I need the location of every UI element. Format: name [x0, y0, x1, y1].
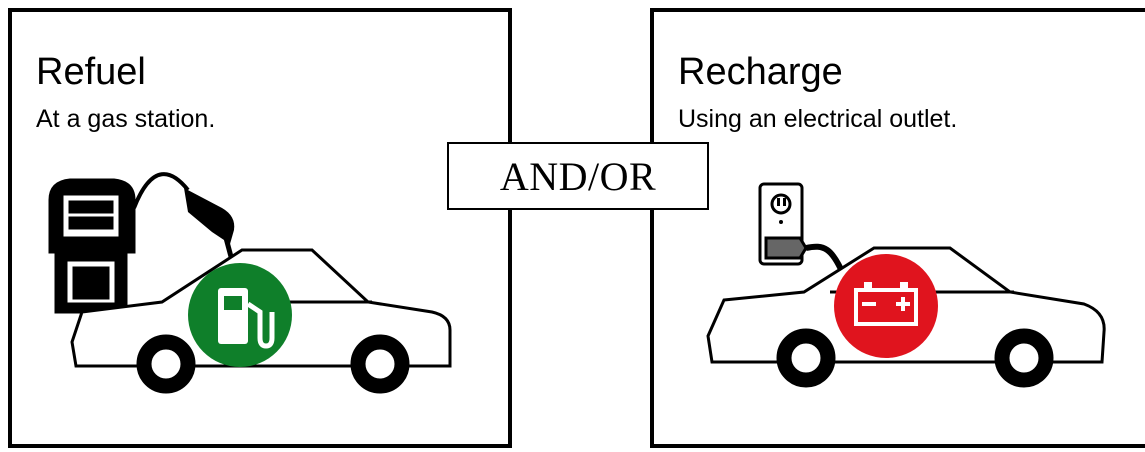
refuel-badge	[188, 263, 292, 367]
refuel-illustration	[12, 12, 516, 452]
gas-pump-icon	[50, 180, 134, 312]
recharge-panel: Recharge Using an electrical outlet.	[650, 8, 1145, 448]
fuel-nozzle-icon	[134, 174, 234, 268]
refuel-panel: Refuel At a gas station.	[8, 8, 512, 448]
recharge-illustration	[654, 12, 1145, 452]
and-or-box: AND/OR	[447, 142, 709, 210]
and-or-label: AND/OR	[500, 153, 656, 200]
plug-icon	[766, 238, 844, 276]
recharge-badge	[834, 254, 938, 358]
